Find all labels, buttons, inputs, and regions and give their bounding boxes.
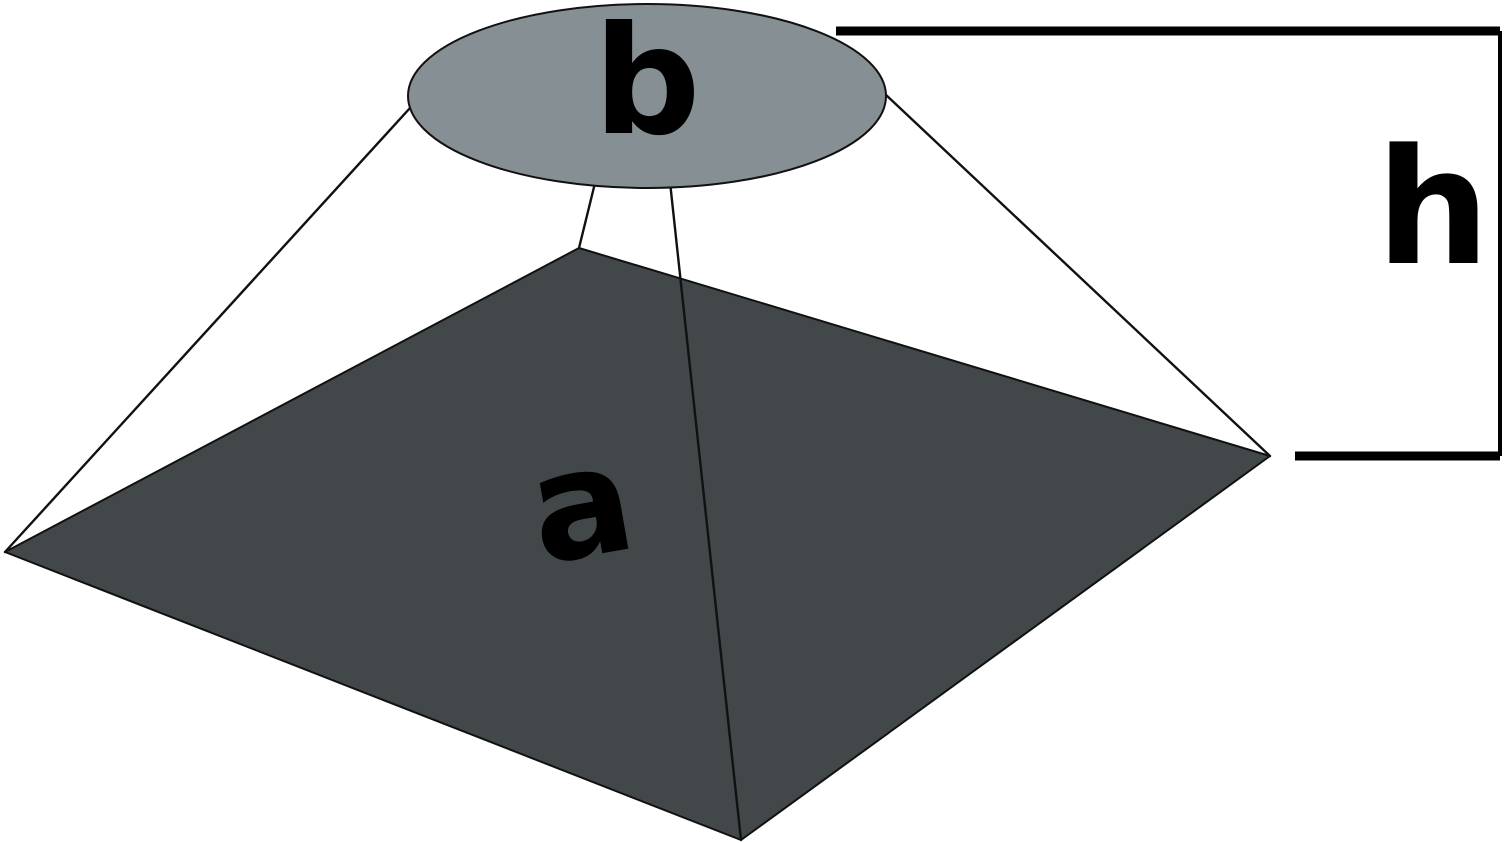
lateral-edge-right-line: [883, 92, 1272, 458]
lateral-edge-front-line: [668, 180, 743, 842]
base-face-quad: [4, 247, 1271, 841]
lateral-edge-back-line: [577, 181, 597, 250]
lateral-edge-left-line: [3, 106, 412, 554]
height-dimension-bracket: [836, 26, 1502, 461]
top-face-label: b: [593, 0, 700, 169]
top-face-ellipse: [407, 3, 887, 189]
height-label: h: [1376, 114, 1490, 301]
